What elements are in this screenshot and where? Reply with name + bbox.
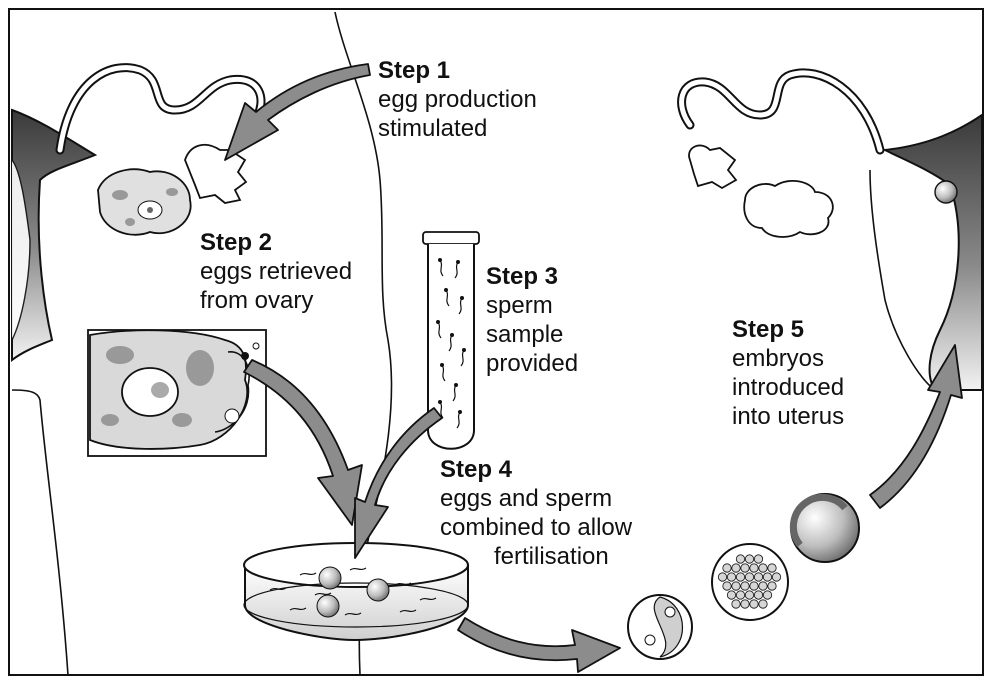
- step5-label: Step 5 embryos introduced into uterus: [732, 315, 844, 431]
- step4-line2: combined to allow: [440, 513, 632, 542]
- egg-in-dish: [319, 567, 341, 589]
- morula-cell: [741, 582, 749, 590]
- step3-title: Step 3: [486, 262, 578, 291]
- morula-cell: [741, 600, 749, 608]
- morula-cell: [736, 573, 744, 581]
- step3-line2: sample: [486, 320, 578, 349]
- morula-cell: [741, 564, 749, 572]
- step1-line1: egg production: [378, 85, 537, 114]
- morula-cell: [763, 573, 771, 581]
- morula-cell: [754, 591, 762, 599]
- step3-line1: sperm: [486, 291, 578, 320]
- step5-title: Step 5: [732, 315, 844, 344]
- egg-in-dish: [317, 595, 339, 617]
- morula-cell: [727, 573, 735, 581]
- step1-title: Step 1: [378, 56, 537, 85]
- step4-label: Step 4 eggs and sperm combined to allow …: [440, 455, 632, 571]
- morula-cell: [745, 573, 753, 581]
- step3-label: Step 3 sperm sample provided: [486, 262, 578, 378]
- morula-cell: [745, 555, 753, 563]
- morula-cell: [750, 582, 758, 590]
- morula-cell: [736, 591, 744, 599]
- step3-line3: provided: [486, 349, 578, 378]
- morula-cell: [732, 564, 740, 572]
- ovary-zoom-inset: [88, 330, 266, 456]
- step5-line1: embryos: [732, 344, 844, 373]
- step2-title: Step 2: [200, 228, 352, 257]
- morula-cell: [759, 582, 767, 590]
- morula-cell: [736, 555, 744, 563]
- morula-cell: [759, 600, 767, 608]
- morula-cell: [750, 564, 758, 572]
- morula-cell: [732, 582, 740, 590]
- left-ovary: [98, 169, 191, 234]
- embryo-blastocyst: [791, 494, 859, 562]
- morula-cell: [754, 555, 762, 563]
- morula-cell: [768, 564, 776, 572]
- embryo-two-cell: [628, 595, 692, 659]
- step4-line3: fertilisation: [440, 542, 632, 571]
- morula-cell: [768, 582, 776, 590]
- morula-cell: [723, 564, 731, 572]
- morula-cell: [763, 591, 771, 599]
- step4-title: Step 4: [440, 455, 632, 484]
- morula-cell: [745, 591, 753, 599]
- step1-line2: stimulated: [378, 114, 537, 143]
- morula-cell: [772, 573, 780, 581]
- step2-label: Step 2 eggs retrieved from ovary: [200, 228, 352, 315]
- embryo-morula: [712, 544, 788, 620]
- morula-cell: [723, 582, 731, 590]
- step2-line1: eggs retrieved: [200, 257, 352, 286]
- implanted-embryo: [935, 181, 957, 203]
- morula-cell: [718, 573, 726, 581]
- egg-in-dish: [367, 579, 389, 601]
- morula-cell: [732, 600, 740, 608]
- morula-cell: [750, 600, 758, 608]
- morula-cell: [754, 573, 762, 581]
- morula-cell: [759, 564, 767, 572]
- morula-cell: [727, 591, 735, 599]
- step5-line3: into uterus: [732, 402, 844, 431]
- step4-line1: eggs and sperm: [440, 484, 632, 513]
- step5-line2: introduced: [732, 373, 844, 402]
- step1-label: Step 1 egg production stimulated: [378, 56, 537, 143]
- step2-line2: from ovary: [200, 286, 352, 315]
